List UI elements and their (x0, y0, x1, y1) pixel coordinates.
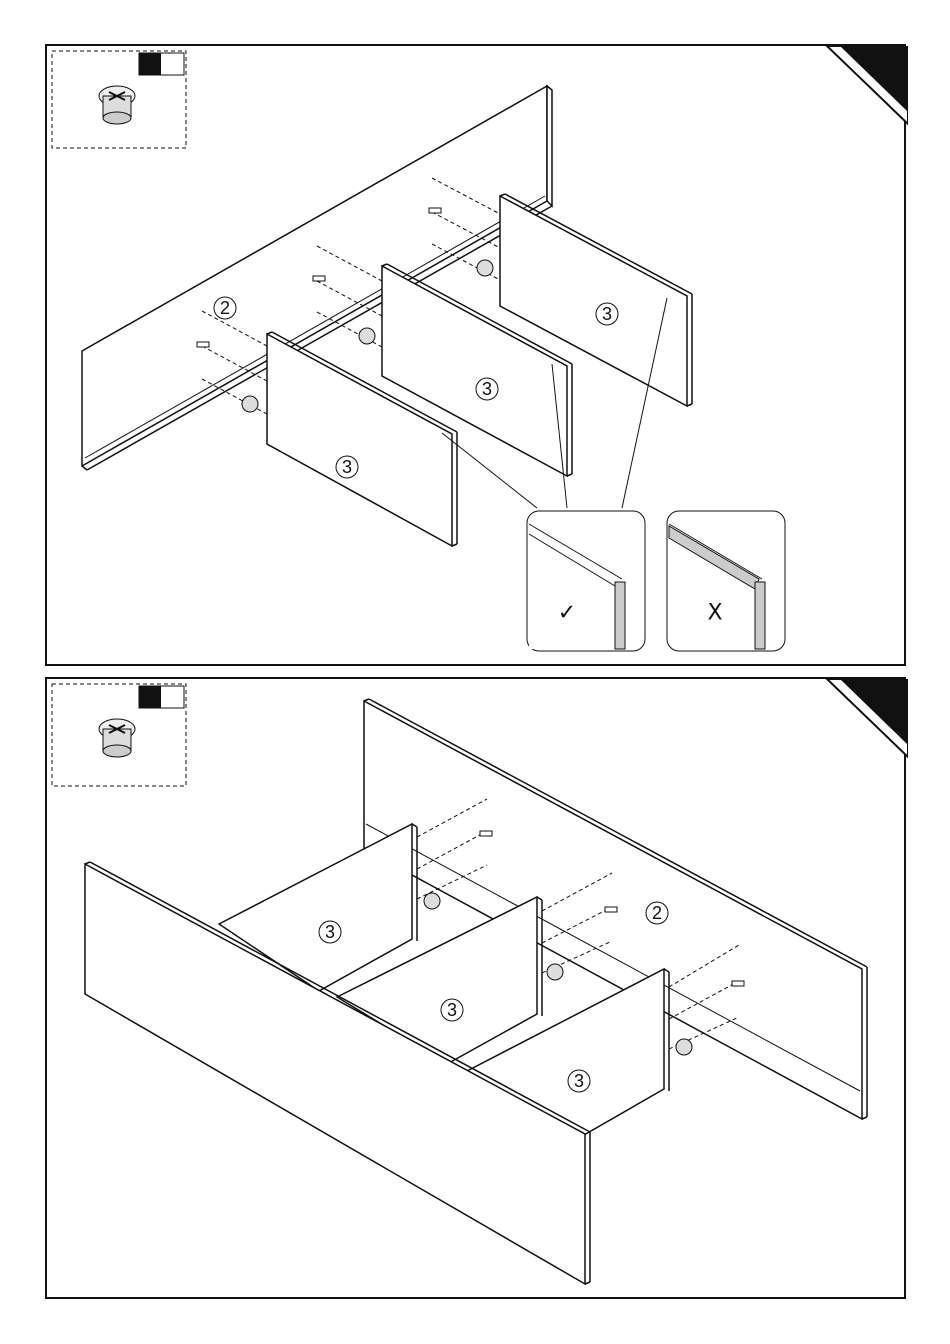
part-label-2: 2 (646, 902, 668, 924)
quantity-box-fill (139, 53, 161, 75)
svg-text:3: 3 (482, 379, 492, 399)
cam-lock-icon (99, 719, 135, 757)
part-label-3-back: 3 (596, 303, 618, 325)
part-label-3-left: 3 (319, 921, 341, 943)
part-label-3-middle: 3 (476, 378, 498, 400)
step-2-panel: 2 3 3 3 (45, 677, 906, 1299)
svg-text:2: 2 (220, 298, 230, 318)
correct-mark: ✓ (558, 601, 576, 626)
step-1-drawing: 2 3 3 3 ✓ X (47, 46, 908, 668)
hardware-inset (52, 51, 186, 148)
step-1-panel: 2 3 3 3 ✓ X (45, 44, 906, 666)
step-2-drawing: 2 3 3 3 (47, 679, 908, 1301)
part-label-3-middle: 3 (441, 999, 463, 1021)
svg-text:3: 3 (325, 922, 335, 942)
svg-text:3: 3 (342, 457, 352, 477)
svg-text:3: 3 (602, 304, 612, 324)
quantity-box-fill (139, 686, 161, 708)
part-label-3-right: 3 (568, 1070, 590, 1092)
part-label-2: 2 (214, 297, 236, 319)
cam-lock-icon (99, 86, 135, 124)
svg-text:3: 3 (574, 1071, 584, 1091)
hardware-inset (52, 684, 186, 786)
detail-wrong-orientation: X (667, 511, 785, 651)
wrong-mark: X (707, 601, 722, 626)
part-label-3-front: 3 (336, 456, 358, 478)
detail-correct-orientation: ✓ (527, 511, 645, 651)
svg-text:2: 2 (652, 903, 662, 923)
svg-text:3: 3 (447, 1000, 457, 1020)
